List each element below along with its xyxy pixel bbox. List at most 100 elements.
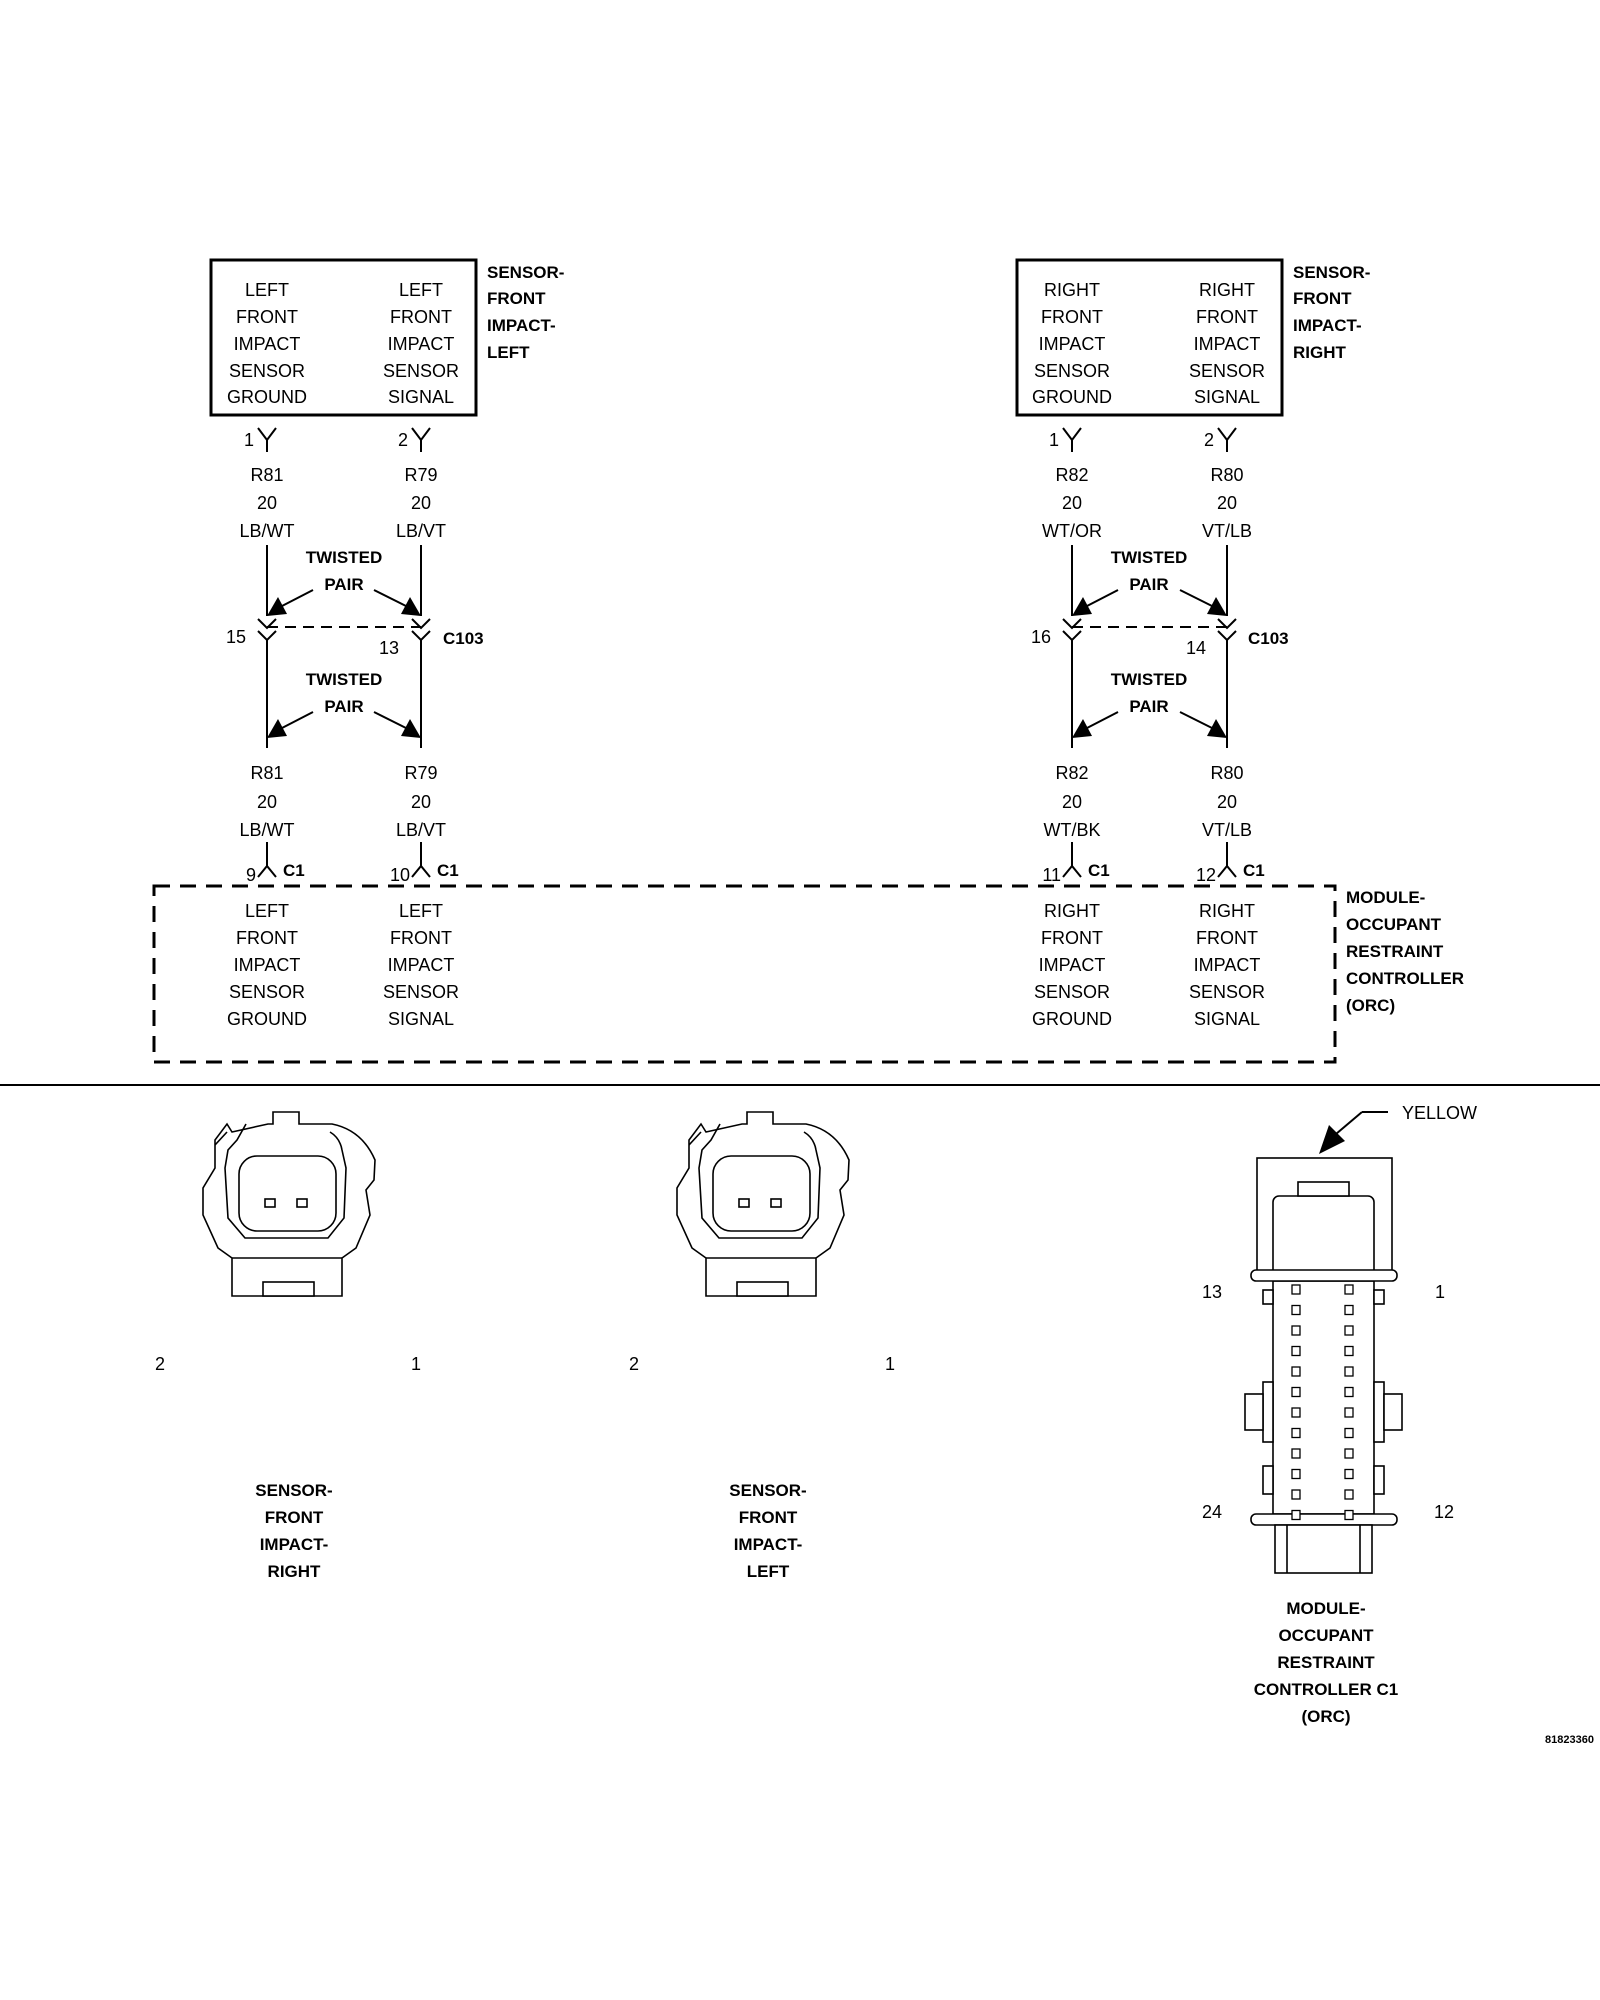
arrowhead-icon	[1072, 719, 1092, 738]
arrowhead-icon	[267, 719, 287, 738]
wires	[266, 545, 1228, 748]
terminal-cavity	[1291, 1489, 1301, 1500]
connector-view-label: SENSOR-	[729, 1481, 806, 1500]
terminal-cavity	[1291, 1284, 1301, 1295]
arrow-line	[373, 711, 407, 729]
connector-view-label: IMPACT-	[734, 1535, 803, 1554]
c1-label: C1	[1088, 861, 1110, 880]
left-sensor-component: LEFT FRONT IMPACT SENSOR GROUND LEFT FRO…	[209, 258, 564, 417]
terminal-cavity	[1291, 1407, 1301, 1418]
connector-view-label: MODULE-	[1286, 1599, 1365, 1618]
connector-color-label: YELLOW	[1402, 1103, 1477, 1123]
arrowhead-icon	[1207, 597, 1227, 616]
module-name-line: (ORC)	[1346, 996, 1395, 1015]
right-sensor-name-line: SENSOR-	[1293, 263, 1370, 282]
left-sensor-pin2-line: SIGNAL	[388, 387, 454, 407]
wire-gauge: 20	[411, 792, 431, 812]
left-sensor-name-line: IMPACT-	[487, 316, 556, 335]
c1-label: C1	[1243, 861, 1265, 880]
module-pin-line: SIGNAL	[388, 1009, 454, 1029]
module-pin-line: GROUND	[1032, 1009, 1112, 1029]
left-sensor-pin1-line: FRONT	[236, 307, 298, 327]
side-notch	[1262, 1465, 1274, 1495]
connector-view-label: RESTRAINT	[1277, 1653, 1375, 1672]
side-notch	[1262, 1381, 1274, 1443]
wire-color: VT/LB	[1202, 521, 1252, 541]
right-sensor-name-line: FRONT	[1293, 289, 1352, 308]
arrowhead-icon	[267, 597, 287, 616]
connector-housing-inner	[688, 1123, 821, 1239]
connector-view-label: CONTROLLER C1	[1254, 1680, 1399, 1699]
arrow-line	[1086, 711, 1119, 729]
connector-view-sensor-left: 2 1 SENSOR- FRONT IMPACT- LEFT	[629, 1111, 895, 1581]
terminal-cavity	[1291, 1448, 1301, 1459]
sensor-pin-symbols: 1 2 1 2	[244, 427, 1237, 452]
connector-pin-label: 1	[411, 1354, 421, 1374]
left-sensor-pin1-line: GROUND	[227, 387, 307, 407]
c103-pin-number: 16	[1031, 627, 1051, 647]
wire-color: LB/WT	[239, 820, 294, 840]
pointer-line	[1335, 1111, 1363, 1135]
connector-body	[1272, 1280, 1375, 1515]
c1-pin-number: 12	[1196, 865, 1216, 885]
terminal-cavity	[1344, 1366, 1354, 1377]
connector-view-sensor-right: 2 1 SENSOR- FRONT IMPACT- RIGHT	[155, 1111, 421, 1581]
arrow-line	[281, 711, 314, 729]
connector-bottom-shroud	[1274, 1524, 1373, 1574]
pin-1-terminal	[770, 1198, 782, 1208]
terminal-cavity	[1344, 1407, 1354, 1418]
wire-gauge: 20	[411, 493, 431, 513]
connector-pin-label: 1	[1435, 1282, 1445, 1302]
right-sensor-pin2-line: RIGHT	[1199, 280, 1255, 300]
twisted-pair-label: TWISTED	[306, 670, 383, 689]
pin-v-icon	[1217, 864, 1237, 878]
side-notch	[1373, 1465, 1385, 1495]
right-sensor-pin2-line: SENSOR	[1189, 361, 1265, 381]
module-name-line: RESTRAINT	[1346, 942, 1444, 961]
left-sensor-pin2-line: IMPACT	[388, 334, 455, 354]
c1-label: C1	[283, 861, 305, 880]
left-sensor-pin1-line: IMPACT	[234, 334, 301, 354]
wire-circuit: R81	[250, 465, 283, 485]
arrow-line	[373, 589, 407, 607]
c103-pin-number: 15	[226, 627, 246, 647]
side-clip	[1383, 1393, 1403, 1431]
pin-2-terminal	[738, 1198, 750, 1208]
connector-bottom-flange	[1250, 1513, 1398, 1526]
left-sensor-name-line: FRONT	[487, 289, 546, 308]
pin-y-icon	[411, 427, 431, 452]
module-pin-line: LEFT	[245, 901, 289, 921]
module-name-line: MODULE-	[1346, 888, 1425, 907]
terminal-cavity	[1344, 1448, 1354, 1459]
module-pin-line: IMPACT	[1039, 955, 1106, 975]
arrow-line	[281, 589, 314, 607]
terminal-cavity	[1291, 1468, 1301, 1480]
side-notch	[1262, 1289, 1274, 1305]
terminal-cavity	[1344, 1489, 1354, 1500]
left-sensor-pin2-line: SENSOR	[383, 361, 459, 381]
c103-inline-connector: 15 13 16 14 C103 C103	[226, 618, 1289, 658]
left-sensor-pin1-line: SENSOR	[229, 361, 305, 381]
right-sensor-box	[1015, 258, 1284, 417]
module-pin-line: SIGNAL	[1194, 1009, 1260, 1029]
pin-v-icon	[411, 864, 431, 878]
module-pin-line: SENSOR	[1189, 982, 1265, 1002]
module-pin-line: RIGHT	[1044, 901, 1100, 921]
terminal-cavity	[1291, 1427, 1301, 1439]
right-sensor-pin1-line: FRONT	[1041, 307, 1103, 327]
terminal-cavity	[1291, 1325, 1301, 1336]
connector-view-label: OCCUPANT	[1278, 1626, 1374, 1645]
terminal-cavity	[1344, 1304, 1354, 1316]
wire-color: WT/BK	[1044, 820, 1101, 840]
arrowhead-icon	[1319, 1125, 1345, 1154]
wire-gauge: 20	[1062, 493, 1082, 513]
pin-v-icon	[257, 864, 277, 878]
connector-view-label: IMPACT-	[260, 1535, 329, 1554]
connector-pin-label: 2	[155, 1354, 165, 1374]
inline-connector-icon	[411, 618, 431, 648]
wire-color: LB/VT	[396, 521, 446, 541]
twisted-pair-label: PAIR	[324, 575, 363, 594]
wire-color: VT/LB	[1202, 820, 1252, 840]
inline-connector-icon	[257, 618, 277, 648]
